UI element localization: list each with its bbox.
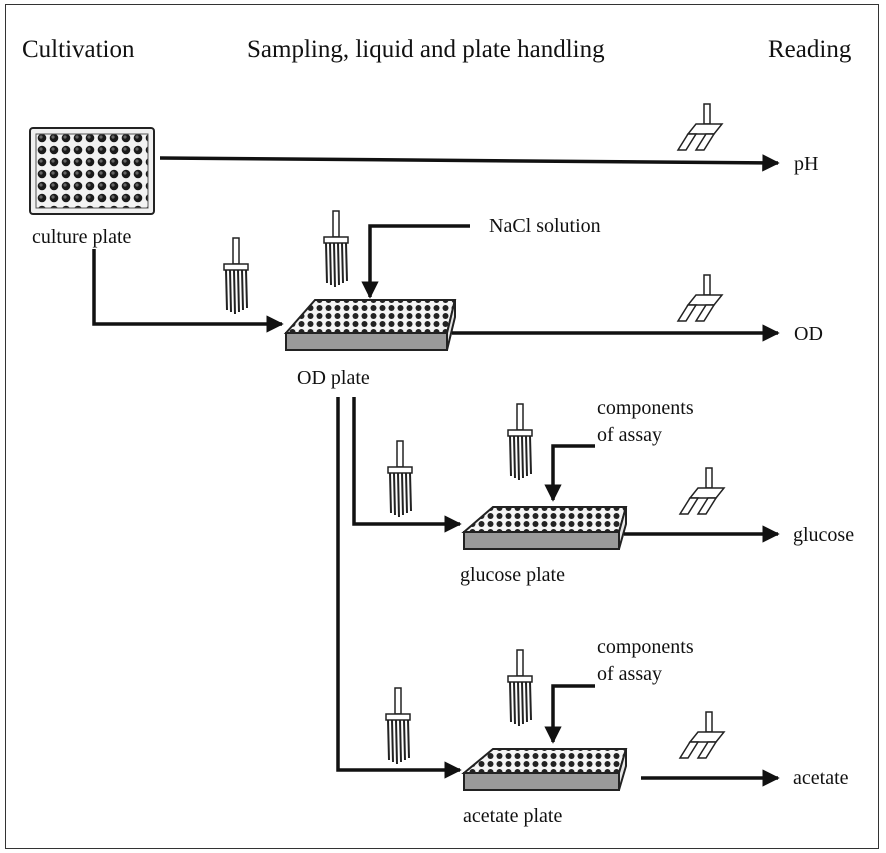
multichannel-pipette-icon xyxy=(507,403,533,481)
acetate-plate xyxy=(461,748,628,791)
od-plate xyxy=(283,299,457,351)
arrow-culture-to-ph xyxy=(159,154,780,172)
arrow-od-plate-to-glucose-plate xyxy=(352,397,462,533)
arrow-assay-to-acetate-plate xyxy=(544,684,595,744)
glucose-plate xyxy=(461,506,628,550)
acetate-assay-components-line2: of assay xyxy=(597,663,662,685)
multichannel-pipette-icon xyxy=(387,440,413,518)
glucose-assay-components-line2: of assay xyxy=(597,424,662,446)
od-plate-label: OD plate xyxy=(297,367,370,389)
culture-plate xyxy=(29,127,155,215)
glucose-plate-label: glucose plate xyxy=(460,564,565,586)
glucose-assay-components-line1: components xyxy=(597,397,694,419)
header-sampling: Sampling, liquid and plate handling xyxy=(247,36,605,63)
arrow-assay-to-glucose-plate xyxy=(544,444,595,502)
multichannel-pipette-icon xyxy=(385,687,411,765)
readout-ph: pH xyxy=(794,153,818,175)
readout-acetate: acetate xyxy=(793,767,849,789)
header-reading: Reading xyxy=(768,36,852,63)
reader-probe-icon xyxy=(678,467,726,515)
reader-probe-icon xyxy=(678,711,726,759)
acetate-assay-components-line1: components xyxy=(597,636,694,658)
readout-od: OD xyxy=(794,323,823,345)
culture-plate-label: culture plate xyxy=(32,226,132,248)
acetate-plate-label: acetate plate xyxy=(463,805,562,827)
nacl-solution-label: NaCl solution xyxy=(489,215,601,237)
readout-glucose: glucose xyxy=(793,524,854,546)
multichannel-pipette-icon xyxy=(323,210,349,288)
header-cultivation: Cultivation xyxy=(22,36,135,63)
reader-probe-icon xyxy=(676,274,724,322)
arrow-nacl-to-od-plate xyxy=(361,224,470,299)
multichannel-pipette-icon xyxy=(223,237,249,315)
arrow-culture-to-od-plate xyxy=(92,249,284,333)
multichannel-pipette-icon xyxy=(507,649,533,727)
arrow-od-plate-to-acetate-plate xyxy=(336,397,462,779)
reader-probe-icon xyxy=(676,103,724,151)
